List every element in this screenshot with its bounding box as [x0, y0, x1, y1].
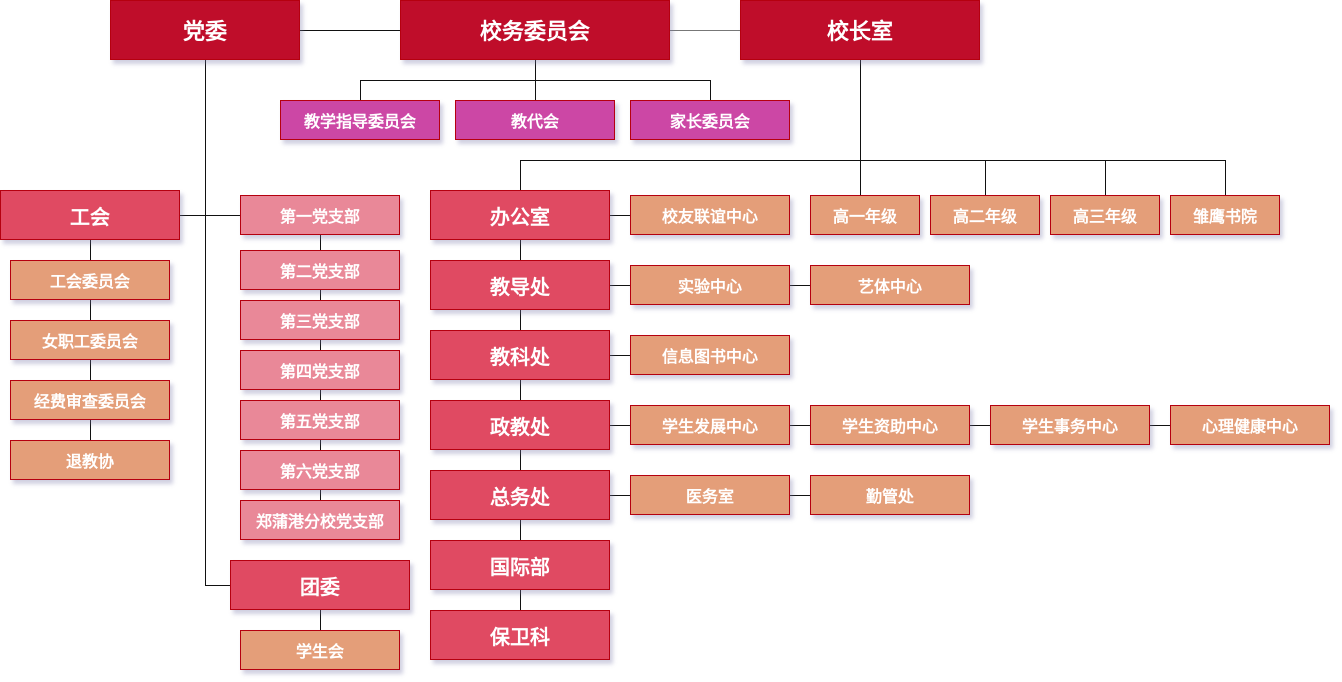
- audit-committee-node[interactable]: 经费审查委员会: [10, 380, 170, 420]
- sub-unit-node[interactable]: 学生发展中心: [630, 405, 790, 445]
- connector: [520, 160, 1225, 161]
- union-committee-node[interactable]: 工会委员会: [10, 260, 170, 300]
- connector: [320, 610, 321, 630]
- grade-node[interactable]: 高二年级: [930, 195, 1040, 235]
- department-node[interactable]: 办公室: [430, 190, 610, 240]
- connector: [1105, 160, 1106, 195]
- teaching-guidance-committee-node[interactable]: 教学指导委员会: [280, 100, 440, 140]
- department-node[interactable]: 国际部: [430, 540, 610, 590]
- sub-unit-node[interactable]: 学生事务中心: [990, 405, 1150, 445]
- department-node[interactable]: 教导处: [430, 260, 610, 310]
- grade-node[interactable]: 高一年级: [810, 195, 920, 235]
- connector: [1225, 160, 1226, 195]
- parents-committee-node[interactable]: 家长委员会: [630, 100, 790, 140]
- student-union-node[interactable]: 学生会: [240, 630, 400, 670]
- department-node[interactable]: 政教处: [430, 400, 610, 450]
- connector: [300, 30, 400, 31]
- connector: [520, 160, 521, 190]
- retired-teachers-node[interactable]: 退教协: [10, 440, 170, 480]
- union-node[interactable]: 工会: [0, 190, 180, 240]
- connector: [360, 80, 710, 81]
- sub-unit-node[interactable]: 学生资助中心: [810, 405, 970, 445]
- grade-node[interactable]: 高三年级: [1050, 195, 1160, 235]
- connector: [860, 60, 861, 195]
- party-branch-node[interactable]: 第二党支部: [240, 250, 400, 290]
- female-staff-committee-node[interactable]: 女职工委员会: [10, 320, 170, 360]
- sub-unit-node[interactable]: 心理健康中心: [1170, 405, 1330, 445]
- connector: [710, 80, 711, 100]
- connector: [205, 585, 230, 586]
- party-branch-node[interactable]: 第一党支部: [240, 195, 400, 235]
- connector: [985, 160, 986, 195]
- party-committee-node[interactable]: 党委: [110, 0, 300, 60]
- sub-unit-node[interactable]: 信息图书中心: [630, 335, 790, 375]
- department-node[interactable]: 教科处: [430, 330, 610, 380]
- party-branch-node[interactable]: 郑蒲港分校党支部: [240, 500, 400, 540]
- department-node[interactable]: 总务处: [430, 470, 610, 520]
- connector: [205, 60, 206, 585]
- youth-league-node[interactable]: 团委: [230, 560, 410, 610]
- school-affairs-committee-node[interactable]: 校务委员会: [400, 0, 670, 60]
- sub-unit-node[interactable]: 校友联谊中心: [630, 195, 790, 235]
- sub-unit-node[interactable]: 艺体中心: [810, 265, 970, 305]
- party-branch-node[interactable]: 第四党支部: [240, 350, 400, 390]
- connector: [610, 355, 630, 356]
- connector: [360, 80, 361, 100]
- party-branch-node[interactable]: 第六党支部: [240, 450, 400, 490]
- department-node[interactable]: 保卫科: [430, 610, 610, 660]
- connector: [180, 215, 240, 216]
- academy-node[interactable]: 雏鹰书院: [1170, 195, 1280, 235]
- sub-unit-node[interactable]: 实验中心: [630, 265, 790, 305]
- connector: [610, 215, 630, 216]
- sub-unit-node[interactable]: 医务室: [630, 475, 790, 515]
- staff-congress-node[interactable]: 教代会: [455, 100, 615, 140]
- principal-office-node[interactable]: 校长室: [740, 0, 980, 60]
- sub-unit-node[interactable]: 勤管处: [810, 475, 970, 515]
- party-branch-node[interactable]: 第五党支部: [240, 400, 400, 440]
- connector: [670, 30, 740, 31]
- party-branch-node[interactable]: 第三党支部: [240, 300, 400, 340]
